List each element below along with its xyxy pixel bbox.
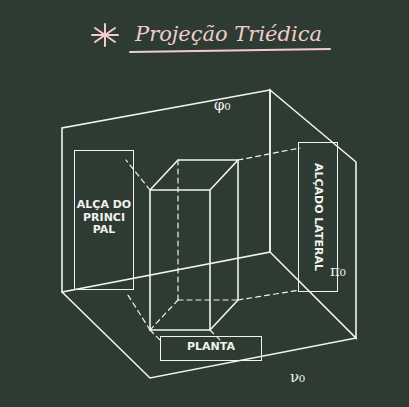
title: Projeção Triédica — [135, 22, 322, 46]
box-text: ALÇA DO PRINCI PAL — [75, 151, 133, 237]
plan-box: PLANTA — [160, 336, 262, 361]
box-text: ALÇADO LATERAL — [312, 163, 325, 271]
plane-label: ν₀ — [290, 368, 305, 386]
front-elevation-box: ALÇA DO PRINCI PAL — [74, 150, 134, 290]
plane-label: π₀ — [330, 262, 346, 280]
box-text: PLANTA — [161, 337, 261, 354]
plane-label: φ₀ — [214, 96, 231, 114]
